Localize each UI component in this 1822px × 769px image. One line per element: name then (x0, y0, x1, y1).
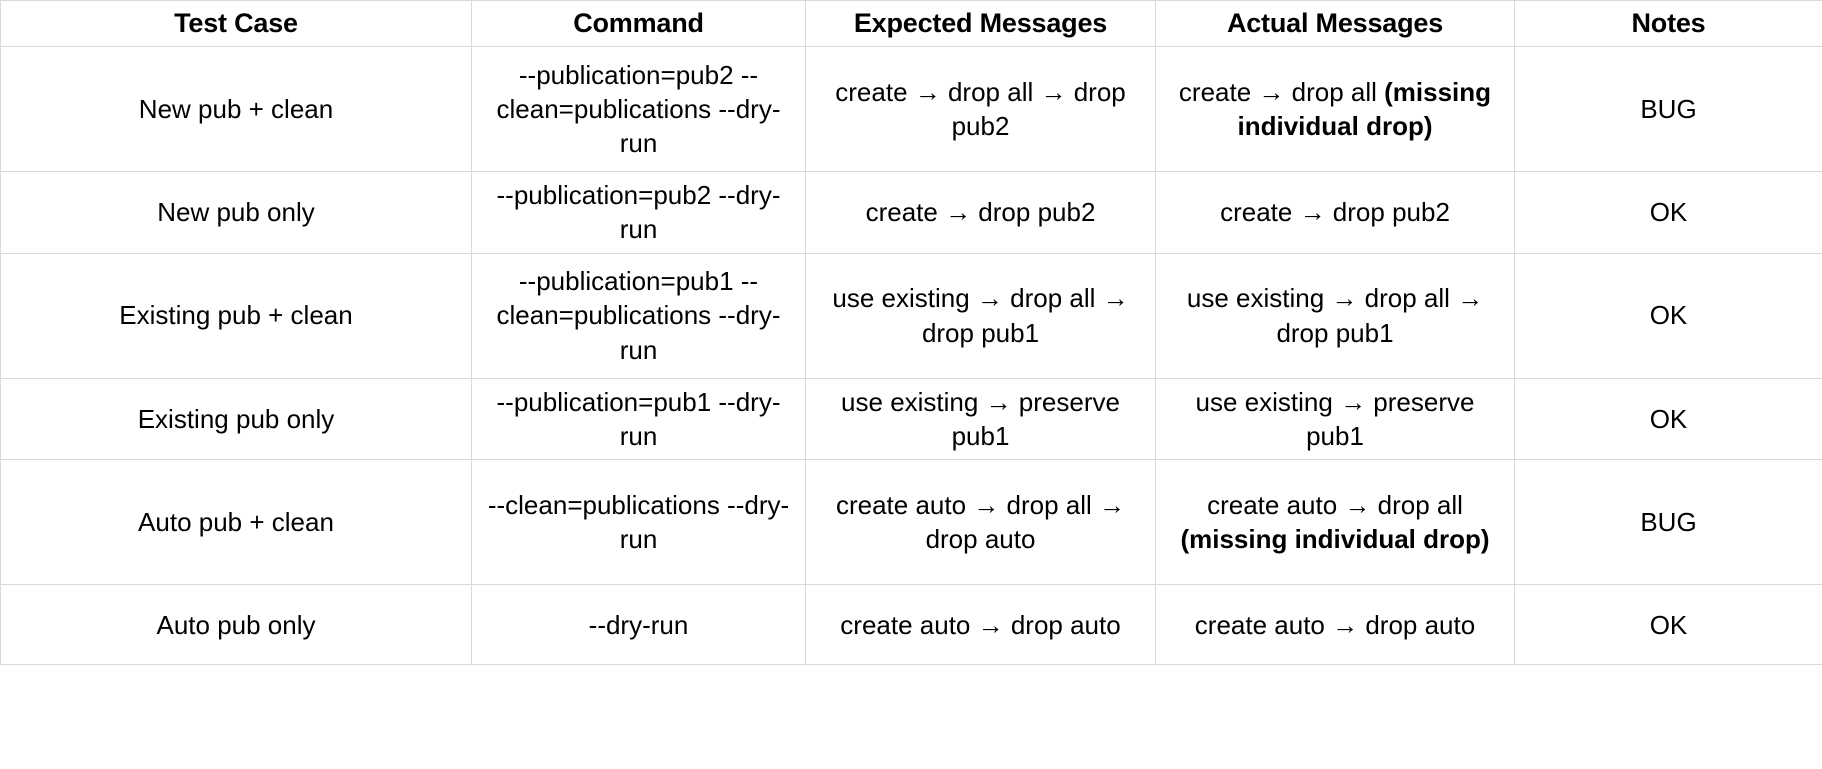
cell-expected-messages: create → drop all → drop pub2 (805, 46, 1156, 172)
cell-command: --dry-run (471, 584, 806, 666)
column-header-expected-messages: Expected Messages (805, 0, 1156, 47)
table-row: Auto pub + clean --clean=publications --… (0, 459, 1822, 586)
cell-command: --publication=pub2 --dry-run (471, 171, 806, 254)
table-header: Test Case Command Expected Messages Actu… (0, 0, 1822, 47)
status-badge: BUG (1514, 46, 1822, 172)
actual-message-bold: (missing individual drop) (1237, 76, 1492, 141)
cell-actual-messages: create auto → drop all (missing individu… (1155, 459, 1515, 586)
cell-test-case: Auto pub + clean (0, 459, 472, 586)
table-body: New pub + clean --publication=pub2 --cle… (0, 46, 1822, 666)
cell-actual-messages: create → drop all (missing individual dr… (1155, 46, 1515, 172)
status-badge: OK (1514, 252, 1822, 379)
table-row: Auto pub only --dry-run create auto → dr… (0, 584, 1822, 666)
column-header-test-case: Test Case (0, 0, 472, 47)
cell-expected-messages: create auto → drop all → drop auto (805, 459, 1156, 586)
cell-expected-messages: create auto → drop auto (805, 584, 1156, 666)
column-header-command: Command (471, 0, 806, 47)
table-row: New pub + clean --publication=pub2 --cle… (0, 46, 1822, 172)
cell-test-case: New pub + clean (0, 46, 472, 172)
actual-message-plain: use existing → preserve pub1 (1195, 386, 1475, 451)
cell-command: --publication=pub2 --clean=publications … (471, 46, 806, 172)
cell-actual-messages: create auto → drop auto (1155, 584, 1515, 666)
cell-test-case: Auto pub only (0, 584, 472, 666)
actual-message-plain: create → drop all (1178, 76, 1385, 107)
actual-message-plain: create → drop pub2 (1220, 197, 1450, 228)
cell-actual-messages: use existing → preserve pub1 (1155, 377, 1515, 461)
table-row: Existing pub + clean --publication=pub1 … (0, 252, 1822, 379)
cell-expected-messages: use existing → preserve pub1 (805, 377, 1156, 461)
column-header-actual-messages: Actual Messages (1155, 0, 1515, 47)
cell-test-case: New pub only (0, 171, 472, 254)
cell-expected-messages: use existing → drop all → drop pub1 (805, 252, 1156, 379)
column-header-notes: Notes (1514, 0, 1822, 47)
status-badge: OK (1514, 377, 1822, 461)
cell-command: --publication=pub1 --clean=publications … (471, 252, 806, 379)
actual-message-plain: create auto → drop auto (1194, 609, 1476, 640)
cell-actual-messages: use existing → drop all → drop pub1 (1155, 252, 1515, 379)
actual-message-plain: create auto → drop all (1207, 489, 1463, 520)
cell-command: --publication=pub1 --dry-run (471, 377, 806, 461)
status-badge: OK (1514, 171, 1822, 254)
cell-command: --clean=publications --dry-run (471, 459, 806, 586)
table-header-row: Test Case Command Expected Messages Actu… (0, 0, 1822, 47)
cell-expected-messages: create → drop pub2 (805, 171, 1156, 254)
actual-message-plain: use existing → drop all → drop pub1 (1186, 283, 1484, 348)
status-badge: OK (1514, 584, 1822, 666)
table-row: Existing pub only --publication=pub1 --d… (0, 377, 1822, 461)
cell-actual-messages: create → drop pub2 (1155, 171, 1515, 254)
cell-test-case: Existing pub + clean (0, 252, 472, 379)
actual-message-bold: (missing individual drop) (1180, 524, 1490, 555)
cell-test-case: Existing pub only (0, 377, 472, 461)
table-row: New pub only --publication=pub2 --dry-ru… (0, 171, 1822, 254)
status-badge: BUG (1514, 459, 1822, 586)
test-results-table: Test Case Command Expected Messages Actu… (0, 0, 1822, 666)
